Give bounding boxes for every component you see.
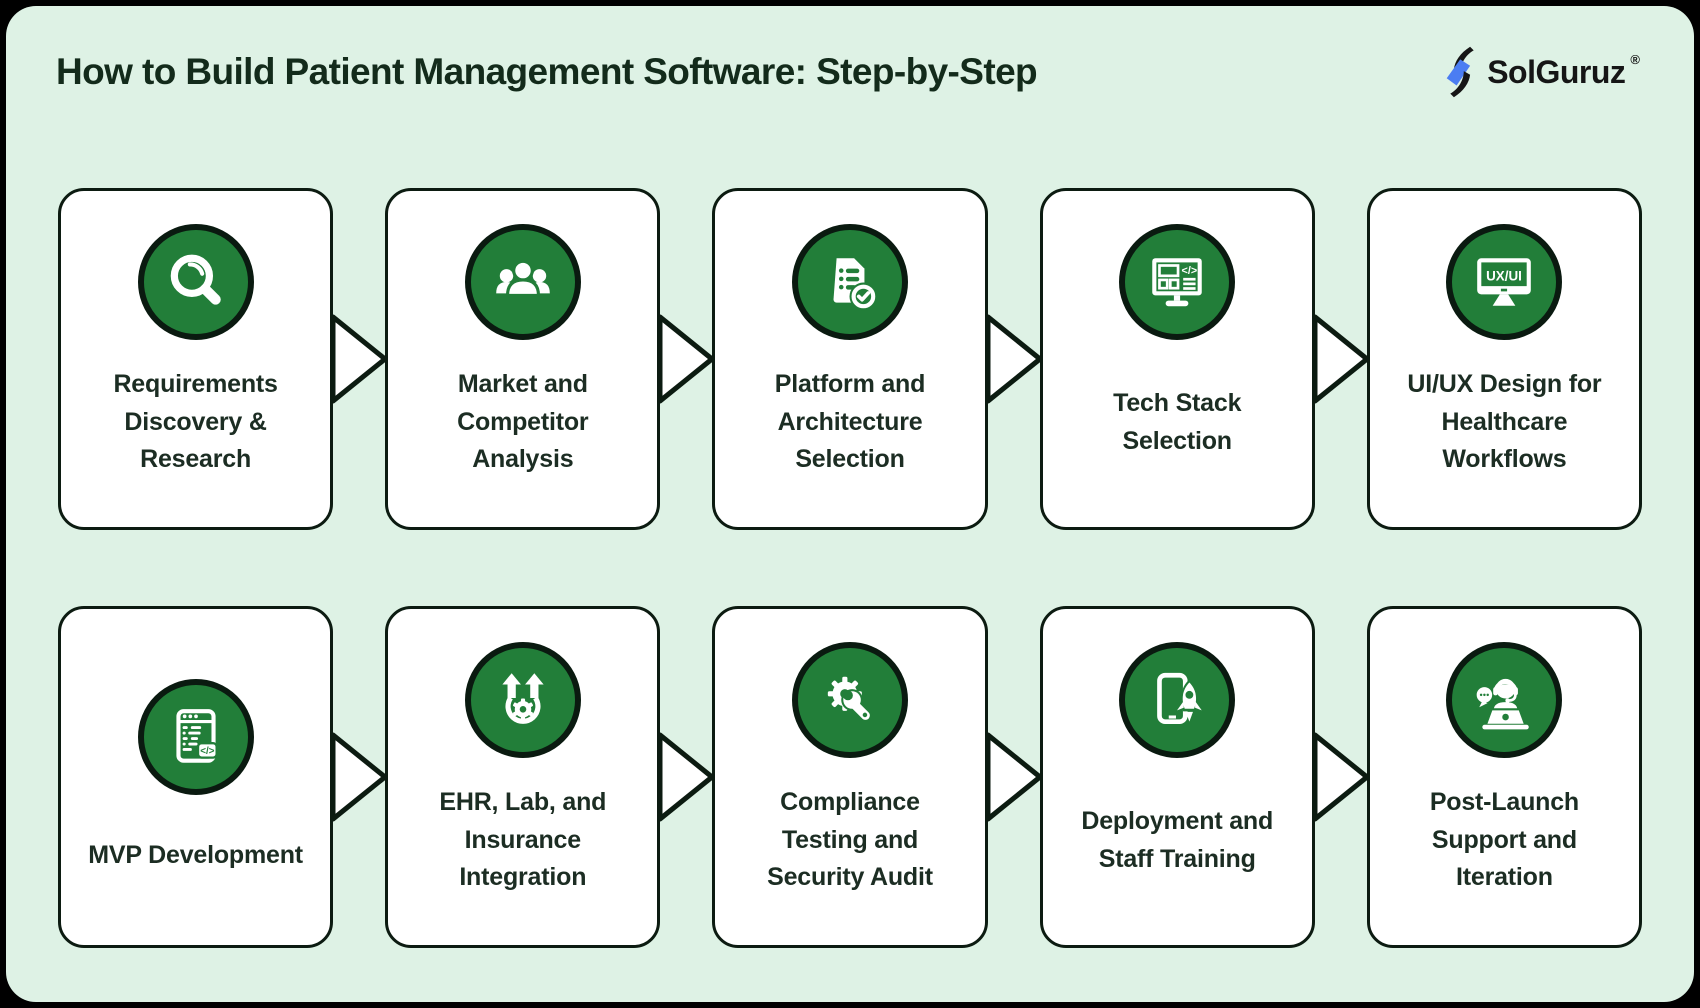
uxui-monitor-icon: UX/UI xyxy=(1477,258,1532,306)
right-arrow-icon xyxy=(657,314,715,404)
document-check-icon xyxy=(833,258,878,311)
step-label: MVP Development xyxy=(88,841,303,870)
step-label: Tech Stack Selection xyxy=(1113,389,1242,455)
support-agent-icon xyxy=(1477,678,1530,730)
step-card: </> MVP Development xyxy=(58,606,334,948)
page-title: How to Build Patient Management Software… xyxy=(56,51,1038,92)
svg-text:</>: </> xyxy=(1182,265,1198,277)
row-2: </> MVP Development xyxy=(6,606,1694,948)
brand-logo: SolGuruz ® xyxy=(1442,45,1640,99)
step-label: Compliance Testing and Security Audit xyxy=(767,788,933,892)
step-label: Post-Launch Support and Iteration xyxy=(1429,788,1580,892)
right-arrow-icon xyxy=(985,732,1043,822)
step-label: Market and Competitor Analysis xyxy=(457,370,589,474)
step-card: EHR, Lab, and Insurance Integration xyxy=(385,606,661,948)
flow-arrow xyxy=(330,188,388,530)
step-icon-badge xyxy=(464,642,581,758)
step-icon-badge xyxy=(792,642,908,758)
step-label: Platform and Architecture Selection xyxy=(774,370,926,474)
right-arrow-icon xyxy=(1312,314,1370,404)
step-label: UI/UX Design for Healthcare Workflows xyxy=(1407,370,1602,474)
step-card: Compliance Testing and Security Audit xyxy=(712,606,988,948)
right-arrow-icon xyxy=(330,314,388,404)
step-icon-badge xyxy=(464,224,581,340)
step-icon-badge: </> xyxy=(137,679,254,796)
step-card: UX/UI UI/UX Design for Healthcare Workfl… xyxy=(1366,188,1643,530)
flow-arrow xyxy=(330,606,388,948)
right-arrow-icon xyxy=(657,732,715,822)
gear-wrench-icon xyxy=(827,676,873,723)
monitor-code-icon: </> xyxy=(1152,258,1202,307)
step-card: </> Tech Stack Selection xyxy=(1039,188,1315,530)
flow-arrow xyxy=(985,188,1043,530)
phone-rocket-icon xyxy=(1157,672,1202,724)
right-arrow-icon xyxy=(1312,732,1370,822)
infographic-panel: How to Build Patient Management Software… xyxy=(6,6,1694,1002)
flow-arrow xyxy=(1312,188,1370,530)
solguruz-logo-icon xyxy=(1446,46,1474,98)
step-label: Deployment and Staff Training xyxy=(1081,807,1274,873)
flow-arrow xyxy=(1312,606,1370,948)
svg-text:</>: </> xyxy=(200,746,214,757)
step-card: Deployment and Staff Training xyxy=(1039,606,1315,948)
step-icon-badge xyxy=(137,224,254,340)
flow-arrow xyxy=(985,606,1043,948)
registered-mark: ® xyxy=(1630,52,1640,67)
step-label: EHR, Lab, and Insurance Integration xyxy=(439,788,607,892)
svg-text:UX/UI: UX/UI xyxy=(1487,268,1523,283)
people-group-icon xyxy=(495,259,550,297)
row-1: Requirements Discovery & Research Market… xyxy=(6,188,1694,530)
step-icon-badge xyxy=(1446,642,1563,758)
browser-code-icon: </> xyxy=(176,709,218,764)
step-label: Requirements Discovery & Research xyxy=(113,370,278,474)
step-card: Platform and Architecture Selection xyxy=(712,188,988,530)
flow-arrow xyxy=(657,606,715,948)
brand-name: SolGuruz xyxy=(1487,54,1626,90)
step-icon-badge: </> xyxy=(1119,224,1236,340)
integration-arrows-gear-icon xyxy=(502,673,544,724)
header: How to Build Patient Management Software… xyxy=(6,6,1694,102)
step-icon-badge xyxy=(1119,642,1236,758)
magnifier-icon xyxy=(170,254,221,305)
step-card: Requirements Discovery & Research xyxy=(58,188,334,530)
right-arrow-icon xyxy=(985,314,1043,404)
step-card: Post-Launch Support and Iteration xyxy=(1366,606,1643,948)
step-card: Market and Competitor Analysis xyxy=(385,188,661,530)
step-icon-badge: UX/UI xyxy=(1446,224,1563,340)
right-arrow-icon xyxy=(330,732,388,822)
flow-arrow xyxy=(657,188,715,530)
step-icon-badge xyxy=(792,224,908,340)
